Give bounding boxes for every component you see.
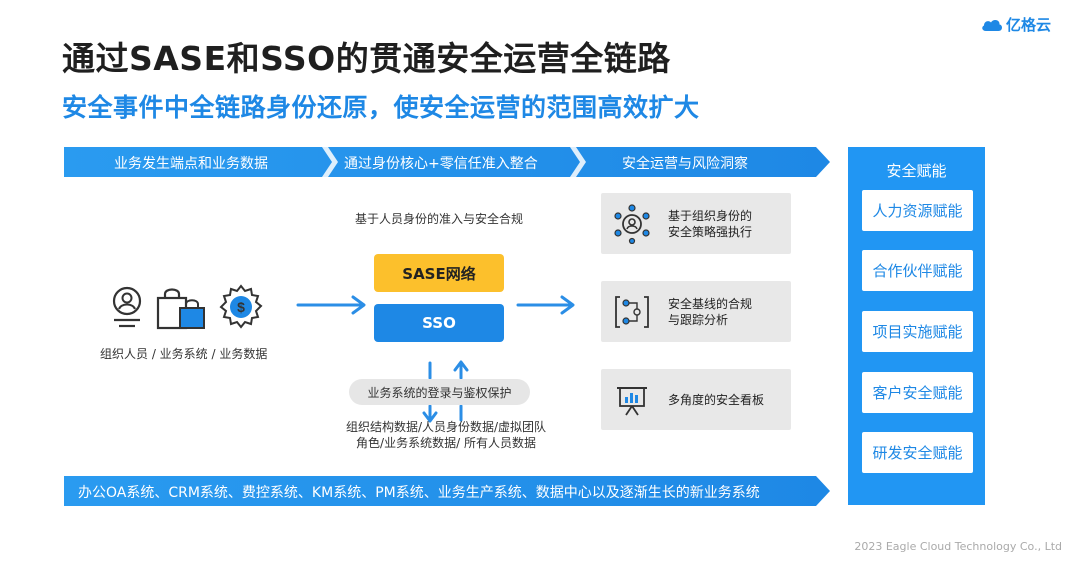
shopping-bag-icon	[156, 288, 208, 330]
enable-partners: 合作伙伴赋能	[862, 250, 973, 291]
card-line1: 基于组织身份的	[668, 208, 753, 223]
copyright-footer: 2023 Eagle Cloud Technology Co., Ltd	[854, 540, 1062, 553]
sase-network-box: SASE网络	[374, 254, 504, 292]
stage-label-identity: 通过身份核心+零信任准入整合	[344, 156, 538, 172]
enable-customers: 客户安全赋能	[862, 372, 973, 413]
page-subtitle: 安全事件中全链路身份还原，使安全运营的范围高效扩大	[62, 93, 700, 122]
admission-caption: 基于人员身份的准入与安全合规	[355, 212, 524, 226]
sso-box: SSO	[374, 304, 504, 342]
person-icon	[108, 286, 146, 330]
card-policy-enforcement: 基于组织身份的 安全策略强执行	[601, 193, 791, 254]
assets-caption: 组织人员 / 业务系统 / 业务数据	[100, 347, 268, 361]
org-network-icon	[612, 204, 652, 244]
enable-hr: 人力资源赋能	[862, 190, 973, 231]
brand-logo: 亿格云	[981, 14, 1051, 35]
stage-banner: 业务发生端点和业务数据 通过身份核心+零信任准入整合 安全运营与风险洞察	[64, 147, 830, 177]
card-line1: 安全基线的合规	[668, 296, 753, 311]
identity-data-caption: 组织结构数据/人员身份数据/虚拟团队角色/业务系统数据/ 所有人员数据	[345, 420, 547, 450]
page-title: 通过SASE和SSO的贯通安全运营全链路	[62, 39, 671, 78]
stage-label-endpoint: 业务发生端点和业务数据	[114, 156, 268, 172]
card-baseline-compliance: 安全基线的合规 与跟踪分析	[601, 281, 791, 342]
stage-label-operations: 安全运营与风险洞察	[622, 156, 748, 172]
panel-title: 安全赋能	[886, 162, 947, 180]
card-line2: 安全策略强执行	[668, 224, 753, 239]
business-systems-banner: 办公OA系统、CRM系统、费控系统、KM系统、PM系统、业务生产系统、数据中心以…	[64, 476, 830, 506]
compliance-track-icon	[612, 292, 652, 332]
card-line2: 与跟踪分析	[668, 312, 729, 327]
card-security-dashboard: 多角度的安全看板	[601, 369, 791, 430]
brand-logo-text: 亿格云	[1006, 16, 1052, 34]
business-systems-text: 办公OA系统、CRM系统、费控系统、KM系统、PM系统、业务生产系统、数据中心以…	[78, 485, 760, 501]
login-auth-pill: 业务系统的登录与鉴权保护	[349, 379, 530, 405]
security-enablement-panel: 安全赋能 人力资源赋能 合作伙伴赋能 项目实施赋能 客户安全赋能 研发安全赋能	[848, 147, 985, 505]
business-assets-icons: $	[108, 284, 264, 330]
enable-rnd: 研发安全赋能	[862, 432, 973, 473]
card-line1: 多角度的安全看板	[668, 392, 765, 407]
dollar-gear-icon: $	[218, 284, 264, 330]
enable-projects: 项目实施赋能	[862, 311, 973, 352]
cloud-icon	[981, 18, 1003, 32]
dashboard-board-icon	[612, 380, 652, 420]
svg-text:$: $	[237, 299, 245, 315]
